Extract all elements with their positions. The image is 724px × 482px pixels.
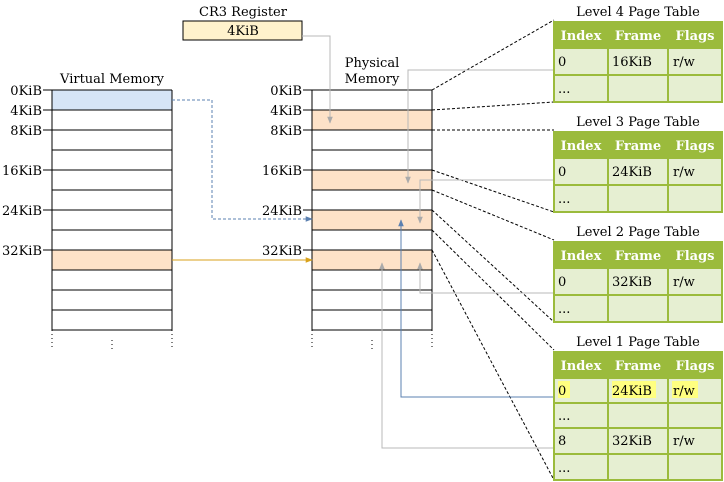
virtual-page-32k <box>52 250 172 270</box>
cr3-title: CR3 Register <box>199 5 288 20</box>
virtual-address-labels: 0KiB 4KiB 8KiB 16KiB 24KiB 32KiB <box>2 84 52 259</box>
arrow-l3-to-24k <box>417 179 554 224</box>
level1-row0-flags-highlight <box>672 381 698 398</box>
physical-label-32: 32KiB <box>262 244 302 259</box>
level1-row0-frame: 24KiB <box>612 384 652 399</box>
arrow-cr3-to-l4 <box>302 35 333 124</box>
physical-memory-block <box>311 89 433 350</box>
level4-header-flags: Flags <box>676 29 715 44</box>
arrow-l1-entry0-to-24k <box>398 219 610 398</box>
level1-row0-frame-highlight <box>612 381 656 398</box>
physical-label-8: 8KiB <box>270 124 302 139</box>
level2-table-title: Level 2 Page Table <box>576 225 700 240</box>
physical-memory-title-line1: Physical <box>345 56 399 71</box>
level3-row0-frame: 24KiB <box>612 165 652 180</box>
cr3-value: 4KiB <box>227 24 259 39</box>
physical-frame-24k <box>312 210 432 230</box>
virtual-label-32: 32KiB <box>2 244 42 259</box>
physical-label-16: 16KiB <box>262 164 302 179</box>
level1-row2-index: 8 <box>558 434 566 449</box>
physical-frame-16k <box>312 170 432 190</box>
level1-table-title: Level 1 Page Table <box>576 335 700 350</box>
level3-page-table: Level 3 Page Table Index Frame Flags 0 2… <box>553 115 723 213</box>
level2-row0-frame: 32KiB <box>612 275 652 290</box>
physical-label-24: 24KiB <box>262 204 302 219</box>
table-location-connectors <box>431 19 555 481</box>
physical-address-labels: 0KiB 4KiB 8KiB 16KiB 24KiB 32KiB <box>262 84 312 259</box>
virtual-label-4: 4KiB <box>10 104 42 119</box>
level3-header-frame: Frame <box>615 139 661 154</box>
level1-page-table: Level 1 Page Table Index Frame Flags 0 2… <box>553 335 723 481</box>
level3-row1-index: ... <box>558 192 570 207</box>
virtual-label-16: 16KiB <box>2 164 42 179</box>
level1-row3-index: ... <box>558 461 570 476</box>
arrow-l1-entry8-to-32k <box>379 262 554 449</box>
level4-row1-index: ... <box>558 82 570 97</box>
level1-header-flags: Flags <box>676 359 715 374</box>
level2-header-index: Index <box>561 249 602 264</box>
arrow-l4-to-16k <box>405 69 554 184</box>
level2-header-flags: Flags <box>676 249 715 264</box>
level3-table-title: Level 3 Page Table <box>576 115 700 130</box>
physical-frame-32k <box>312 250 432 270</box>
level4-row0-frame: 16KiB <box>612 55 652 70</box>
physical-label-4: 4KiB <box>270 104 302 119</box>
virtual-label-0: 0KiB <box>10 84 42 99</box>
arrow-virtual-0-to-24k <box>172 99 313 222</box>
level1-header-frame: Frame <box>615 359 661 374</box>
level1-header-index: Index <box>561 359 602 374</box>
level3-header-index: Index <box>561 139 602 154</box>
level1-row0-flags: r/w <box>673 384 695 399</box>
level2-row0-index: 0 <box>558 275 566 290</box>
level4-header-frame: Frame <box>615 29 661 44</box>
virtual-memory-block <box>51 89 173 350</box>
level3-header-flags: Flags <box>676 139 715 154</box>
level2-row0-flags: r/w <box>673 275 695 290</box>
cr3-register-box <box>182 20 303 41</box>
level4-row0-flags: r/w <box>673 55 695 70</box>
level1-row0-index-highlight <box>558 381 570 398</box>
level1-row2-frame: 32KiB <box>612 434 652 449</box>
virtual-page-0 <box>52 90 172 110</box>
virtual-label-8: 8KiB <box>10 124 42 139</box>
level2-row1-index: ... <box>558 302 570 317</box>
level2-page-table: Level 2 Page Table Index Frame Flags 0 3… <box>553 225 723 323</box>
virtual-label-24: 24KiB <box>2 204 42 219</box>
physical-frame-4k <box>312 110 432 130</box>
level4-table-title: Level 4 Page Table <box>576 5 700 20</box>
level4-row0-index: 0 <box>558 55 566 70</box>
physical-memory-title-line2: Memory <box>345 72 400 87</box>
level4-page-table: Level 4 Page Table Index Frame Flags 0 1… <box>553 5 723 103</box>
level1-row2-flags: r/w <box>673 434 695 449</box>
level1-row1-index: ... <box>558 409 570 424</box>
level3-row0-index: 0 <box>558 165 566 180</box>
arrow-l2-to-32k <box>417 262 554 294</box>
level4-header-index: Index <box>561 29 602 44</box>
physical-label-0: 0KiB <box>270 84 302 99</box>
virtual-memory-title: Virtual Memory <box>59 72 165 87</box>
frame-pointer-arrows <box>302 35 554 449</box>
level2-header-frame: Frame <box>615 249 661 264</box>
level1-row0-index: 0 <box>558 384 566 399</box>
level3-row0-flags: r/w <box>673 165 695 180</box>
